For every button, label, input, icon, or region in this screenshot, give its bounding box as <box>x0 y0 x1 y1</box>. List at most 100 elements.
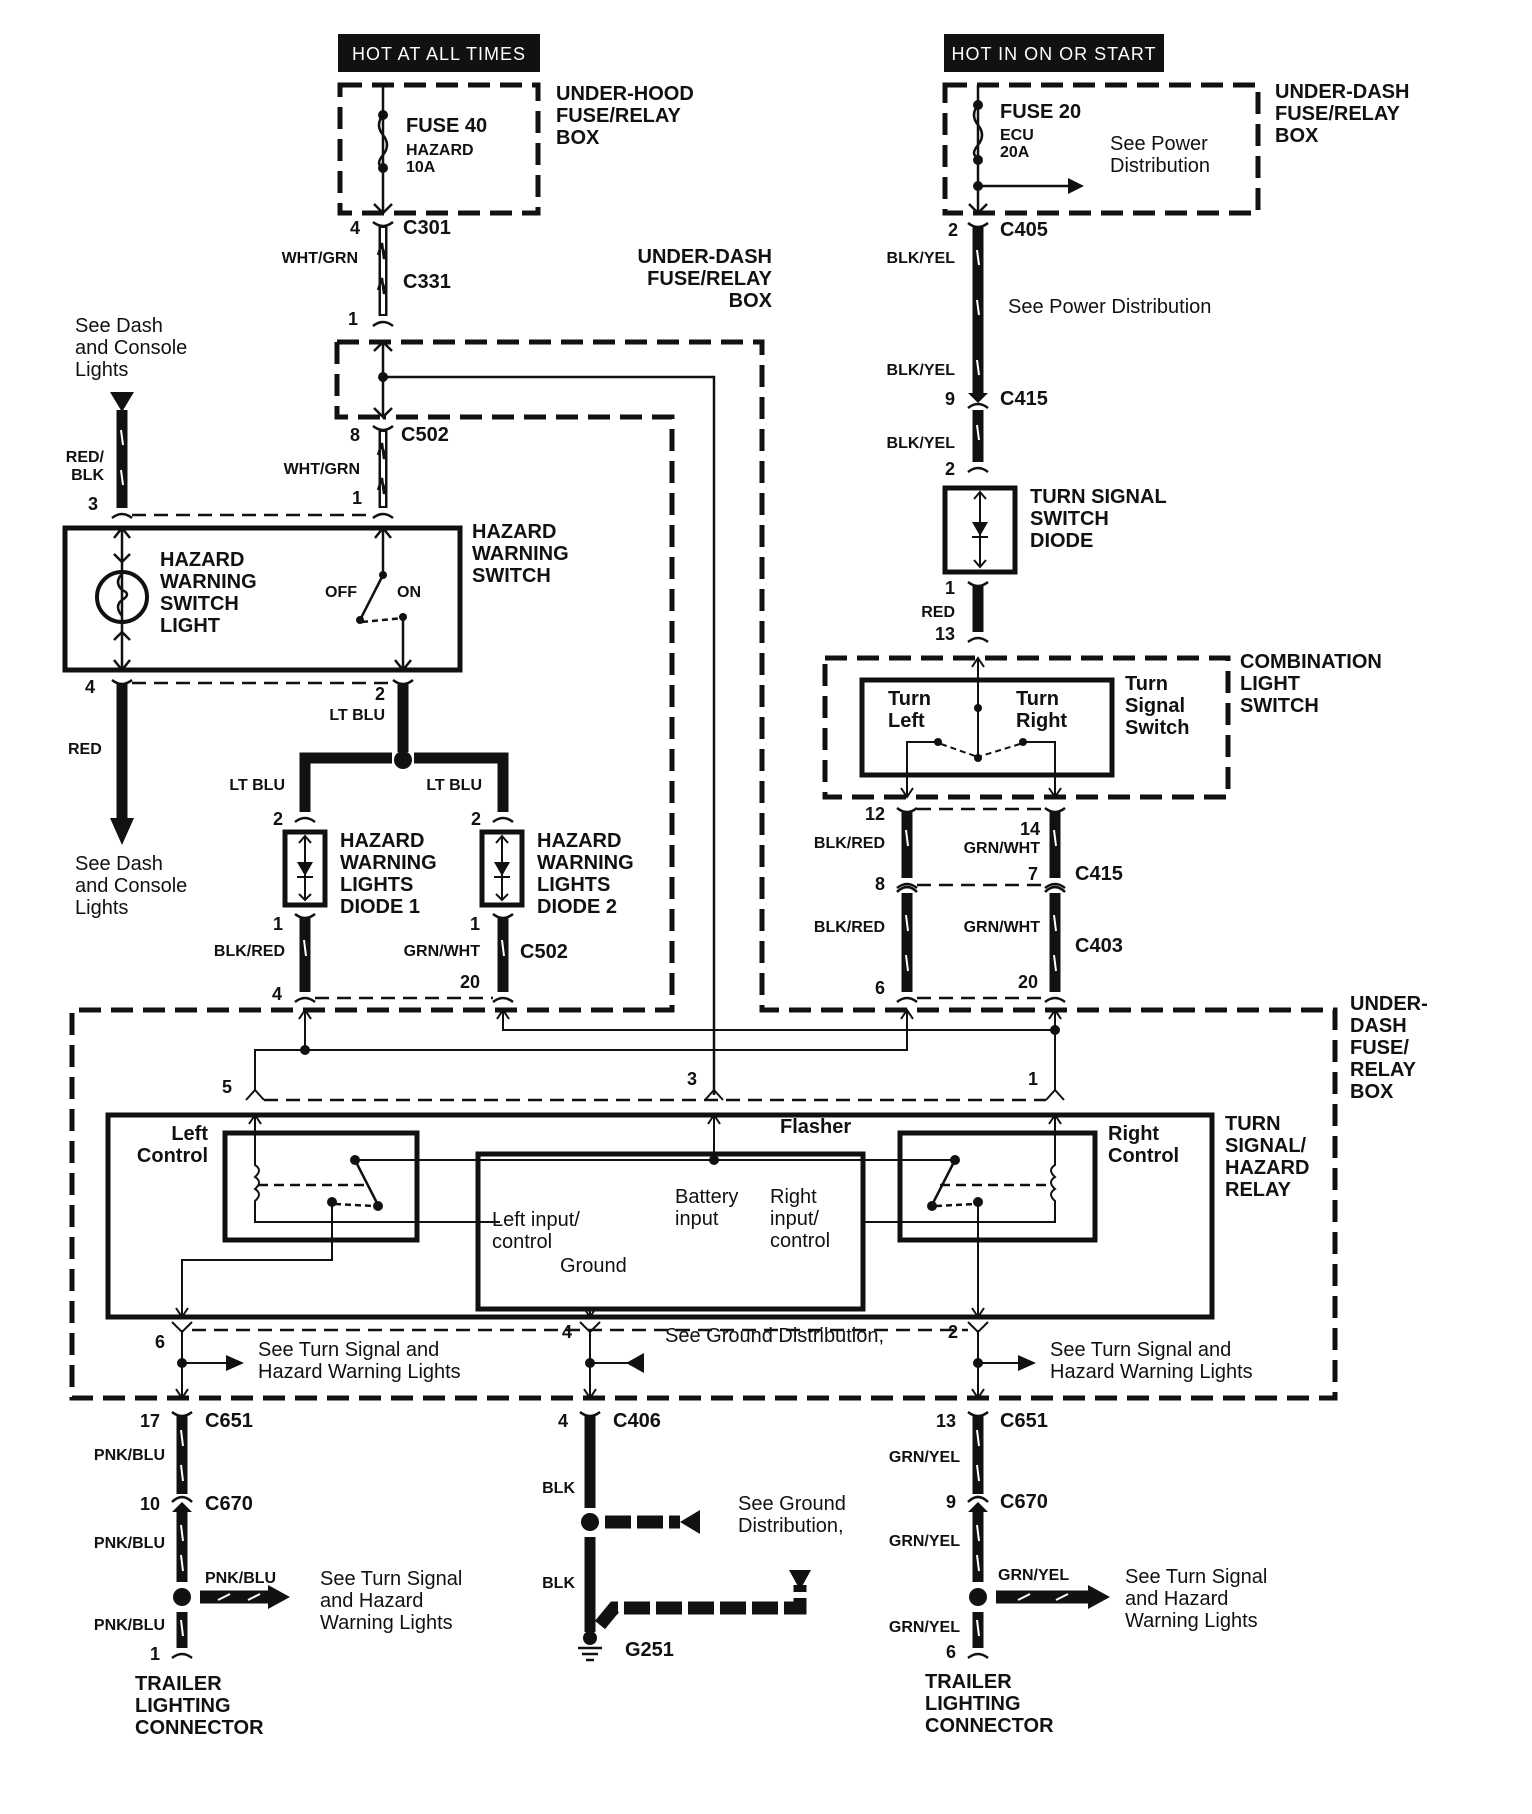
splice-icon <box>581 1513 599 1531</box>
svg-text:C405: C405 <box>1000 219 1048 241</box>
svg-text:1: 1 <box>150 1644 160 1664</box>
svg-text:BLK/YEL: BLK/YEL <box>887 250 956 267</box>
svg-text:4: 4 <box>85 677 95 697</box>
lamp-icon <box>95 570 149 624</box>
svg-text:Distribution,: Distribution, <box>738 1515 844 1537</box>
triangle-down-icon <box>789 1570 811 1590</box>
svg-text:Ground: Ground <box>560 1255 627 1277</box>
svg-text:BLK/YEL: BLK/YEL <box>887 362 956 379</box>
wire-red-dash: 4 RED See Dash and Console Lights <box>68 677 187 919</box>
svg-text:Control: Control <box>137 1145 208 1167</box>
svg-text:UNDER-HOOD: UNDER-HOOD <box>556 83 694 105</box>
svg-text:FUSE/RELAY: FUSE/RELAY <box>1275 103 1401 125</box>
svg-text:8: 8 <box>875 874 885 894</box>
svg-text:LIGHTS: LIGHTS <box>537 874 610 896</box>
svg-text:PNK/BLU: PNK/BLU <box>94 1535 165 1552</box>
svg-text:BLK: BLK <box>71 467 104 484</box>
svg-text:SIGNAL/: SIGNAL/ <box>1225 1135 1307 1157</box>
svg-text:BLK: BLK <box>542 1575 575 1592</box>
ground-icon <box>583 1631 597 1645</box>
fuse-40-icon <box>377 114 389 169</box>
svg-text:FUSE/RELAY: FUSE/RELAY <box>556 105 682 127</box>
svg-text:LIGHT: LIGHT <box>160 615 220 637</box>
relay-outputs: 6 See Turn Signal and Hazard Warning Lig… <box>155 1321 1253 1400</box>
svg-text:7: 7 <box>1028 864 1038 884</box>
combination-light-switch: Turn Left Turn Right Turn Signal Switch <box>822 655 1231 800</box>
svg-text:12: 12 <box>865 804 885 824</box>
svg-text:See Power Distribution: See Power Distribution <box>1008 296 1211 318</box>
hazard-switch-label: HAZARD WARNING SWITCH <box>472 521 569 587</box>
svg-text:HOT AT ALL TIMES: HOT AT ALL TIMES <box>352 44 526 64</box>
svg-text:SWITCH: SWITCH <box>1240 695 1319 717</box>
wire-wht-grn-c301: 4 C301 WHT/GRN C331 1 <box>282 217 451 329</box>
svg-text:See Ground: See Ground <box>738 1493 846 1515</box>
under-dash-mid-label: UNDER-DASH FUSE/RELAY BOX <box>638 246 773 312</box>
svg-text:4: 4 <box>562 1322 572 1342</box>
hazard-warning-switch: HAZARD WARNING SWITCH LIGHT OFF ON <box>62 525 463 673</box>
svg-text:control: control <box>492 1231 552 1253</box>
svg-text:LT BLU: LT BLU <box>426 777 482 794</box>
svg-text:2: 2 <box>375 684 385 704</box>
svg-text:RELAY: RELAY <box>1225 1179 1292 1201</box>
svg-text:4: 4 <box>272 984 282 1004</box>
relay-coil-icon <box>253 1140 500 1223</box>
switch-lever-icon <box>358 574 385 621</box>
svg-text:13: 13 <box>935 624 955 644</box>
svg-text:4: 4 <box>558 1411 568 1431</box>
svg-text:BLK/YEL: BLK/YEL <box>887 435 956 452</box>
svg-text:PNK/BLU: PNK/BLU <box>94 1447 165 1464</box>
svg-text:See Turn Signal and: See Turn Signal and <box>258 1339 439 1361</box>
svg-text:RELAY: RELAY <box>1350 1059 1417 1081</box>
svg-text:and Hazard: and Hazard <box>1125 1588 1228 1610</box>
svg-text:FUSE 20: FUSE 20 <box>1000 101 1081 123</box>
svg-text:4: 4 <box>350 218 360 238</box>
svg-text:TRAILER: TRAILER <box>135 1673 222 1695</box>
svg-text:SWITCH: SWITCH <box>1030 508 1109 530</box>
svg-text:BOX: BOX <box>1350 1081 1394 1103</box>
svg-text:GRN/YEL: GRN/YEL <box>889 1533 960 1550</box>
svg-text:GRN/WHT: GRN/WHT <box>964 919 1041 936</box>
svg-text:RED: RED <box>921 604 955 621</box>
svg-text:BOX: BOX <box>1275 125 1319 147</box>
under-dash-bottom-label: UNDER- DASH FUSE/ RELAY BOX <box>1350 993 1428 1103</box>
flasher-block <box>475 1151 866 1312</box>
trailer-left-circuit: 17 C651 PNK/BLU 10 C670 PNK/BLU PNK/BLU … <box>94 1410 462 1664</box>
diode-icon <box>297 862 313 876</box>
svg-text:1: 1 <box>1028 1069 1038 1089</box>
under-hood-fuse-box: FUSE 40 HAZARD 10A <box>337 82 541 216</box>
arrow-down-icon <box>110 818 134 845</box>
svg-text:Switch: Switch <box>1125 717 1189 739</box>
turn-signal-hazard-relay: Left Control Flasher Left input/ control… <box>105 1112 1215 1320</box>
svg-text:CONNECTOR: CONNECTOR <box>135 1717 264 1739</box>
svg-text:BLK/RED: BLK/RED <box>214 943 285 960</box>
hazard-lights-diode-1: 2 HAZARD WARNING LIGHTS DIODE 1 <box>273 809 437 918</box>
svg-text:DIODE 2: DIODE 2 <box>537 896 617 918</box>
svg-text:Turn: Turn <box>1125 673 1168 695</box>
ground-circuit: 4 C406 BLK See Ground Distribution, BLK … <box>542 1410 846 1662</box>
svg-text:Left: Left <box>888 710 925 732</box>
svg-text:3: 3 <box>88 494 98 514</box>
wire-blk-red-diode1: 1 BLK/RED 4 <box>214 912 316 1004</box>
svg-text:UNDER-DASH: UNDER-DASH <box>638 246 772 268</box>
svg-text:DIODE 1: DIODE 1 <box>340 896 420 918</box>
svg-text:RED: RED <box>68 741 102 758</box>
svg-text:LT BLU: LT BLU <box>329 707 385 724</box>
svg-text:ECU: ECU <box>1000 127 1034 144</box>
svg-text:DASH: DASH <box>1350 1015 1407 1037</box>
svg-text:HAZARD: HAZARD <box>1225 1157 1309 1179</box>
svg-text:Turn: Turn <box>888 688 931 710</box>
svg-text:Right: Right <box>1108 1123 1159 1145</box>
svg-text:2: 2 <box>273 809 283 829</box>
svg-text:See Turn Signal and: See Turn Signal and <box>1050 1339 1231 1361</box>
fuse-20-icon <box>972 104 984 159</box>
wire-grn-wht-diode2: 1 GRN/WHT C502 20 <box>404 912 568 1004</box>
svg-text:PNK/BLU: PNK/BLU <box>94 1617 165 1634</box>
svg-text:G251: G251 <box>625 1639 674 1661</box>
svg-text:and Console: and Console <box>75 337 187 359</box>
dash-console-ref-top: See Dash and Console Lights RED/ BLK 3 <box>66 315 187 520</box>
svg-text:GRN/WHT: GRN/WHT <box>404 943 481 960</box>
svg-text:LT BLU: LT BLU <box>229 777 285 794</box>
svg-text:BLK: BLK <box>542 1480 575 1497</box>
svg-text:DIODE: DIODE <box>1030 530 1093 552</box>
under-dash-fuse-box-top: FUSE 20 ECU 20A See Power Distribution <box>942 82 1261 216</box>
